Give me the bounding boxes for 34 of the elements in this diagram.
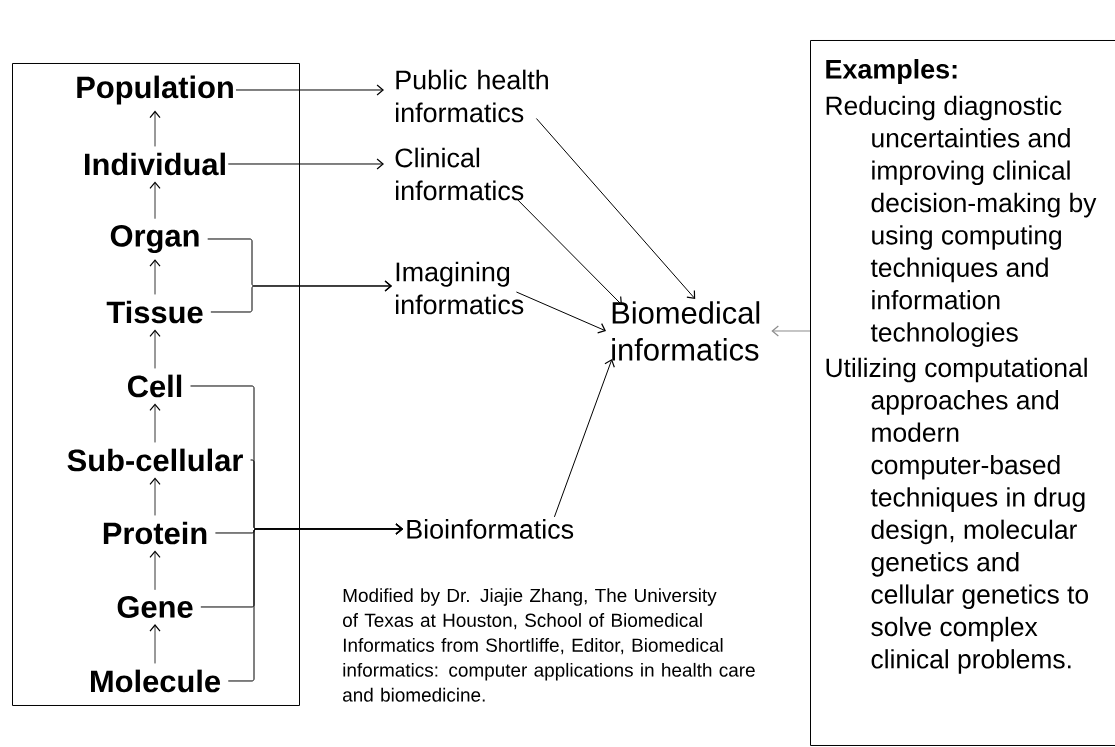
arrow (227, 523, 403, 682)
arrow (235, 84, 384, 96)
level-label: Population (77, 75, 233, 105)
level-label: Organ (110, 224, 199, 254)
level-label: Protein (103, 521, 207, 545)
arrow (149, 110, 161, 147)
arrow (227, 158, 384, 170)
arrow (771, 325, 811, 337)
hierarchy-box (12, 63, 300, 706)
field-label: Public health informatics (396, 69, 548, 123)
examples-box: Examples: Reducing diagnostic uncertainties and improving clinical decision-making by using computing techniques and information technologies Utilizing computational approaches and modern computer-based techniques in drug design, molecular genetics and cellular genetics to solve complex clinical problems. (810, 40, 1115, 746)
hub-label: Biomedical informatics (612, 301, 760, 361)
arrow (149, 329, 161, 369)
credit-note: Modified by Dr. Jiajie Zhang, The University of Texas at Houston, School of Biomedical Informatics from Shortliffe, Editor, Biomedical informatics: computer applications in health care and biomedicine. (343, 588, 755, 702)
arrow (515, 291, 606, 334)
field-label: Clinical informatics (395, 147, 524, 201)
arrow (553, 358, 615, 518)
arrow (149, 259, 161, 295)
arrow (149, 550, 161, 591)
arrow (149, 624, 161, 664)
arrow (149, 477, 161, 516)
arrow (149, 403, 161, 443)
arrow (149, 181, 161, 220)
level-label: Molecule (91, 669, 221, 693)
level-label: Sub-cellular (67, 448, 243, 472)
field-label: Imagining informatics (396, 261, 524, 315)
level-label: Cell (127, 374, 182, 398)
arrow (210, 280, 392, 313)
arrow (535, 118, 696, 299)
level-label: Gene (117, 596, 193, 618)
arrow (515, 198, 622, 305)
level-label: Tissue (106, 300, 203, 324)
field-label: Bioinformatics (407, 519, 574, 539)
level-label: Individual (85, 152, 225, 176)
